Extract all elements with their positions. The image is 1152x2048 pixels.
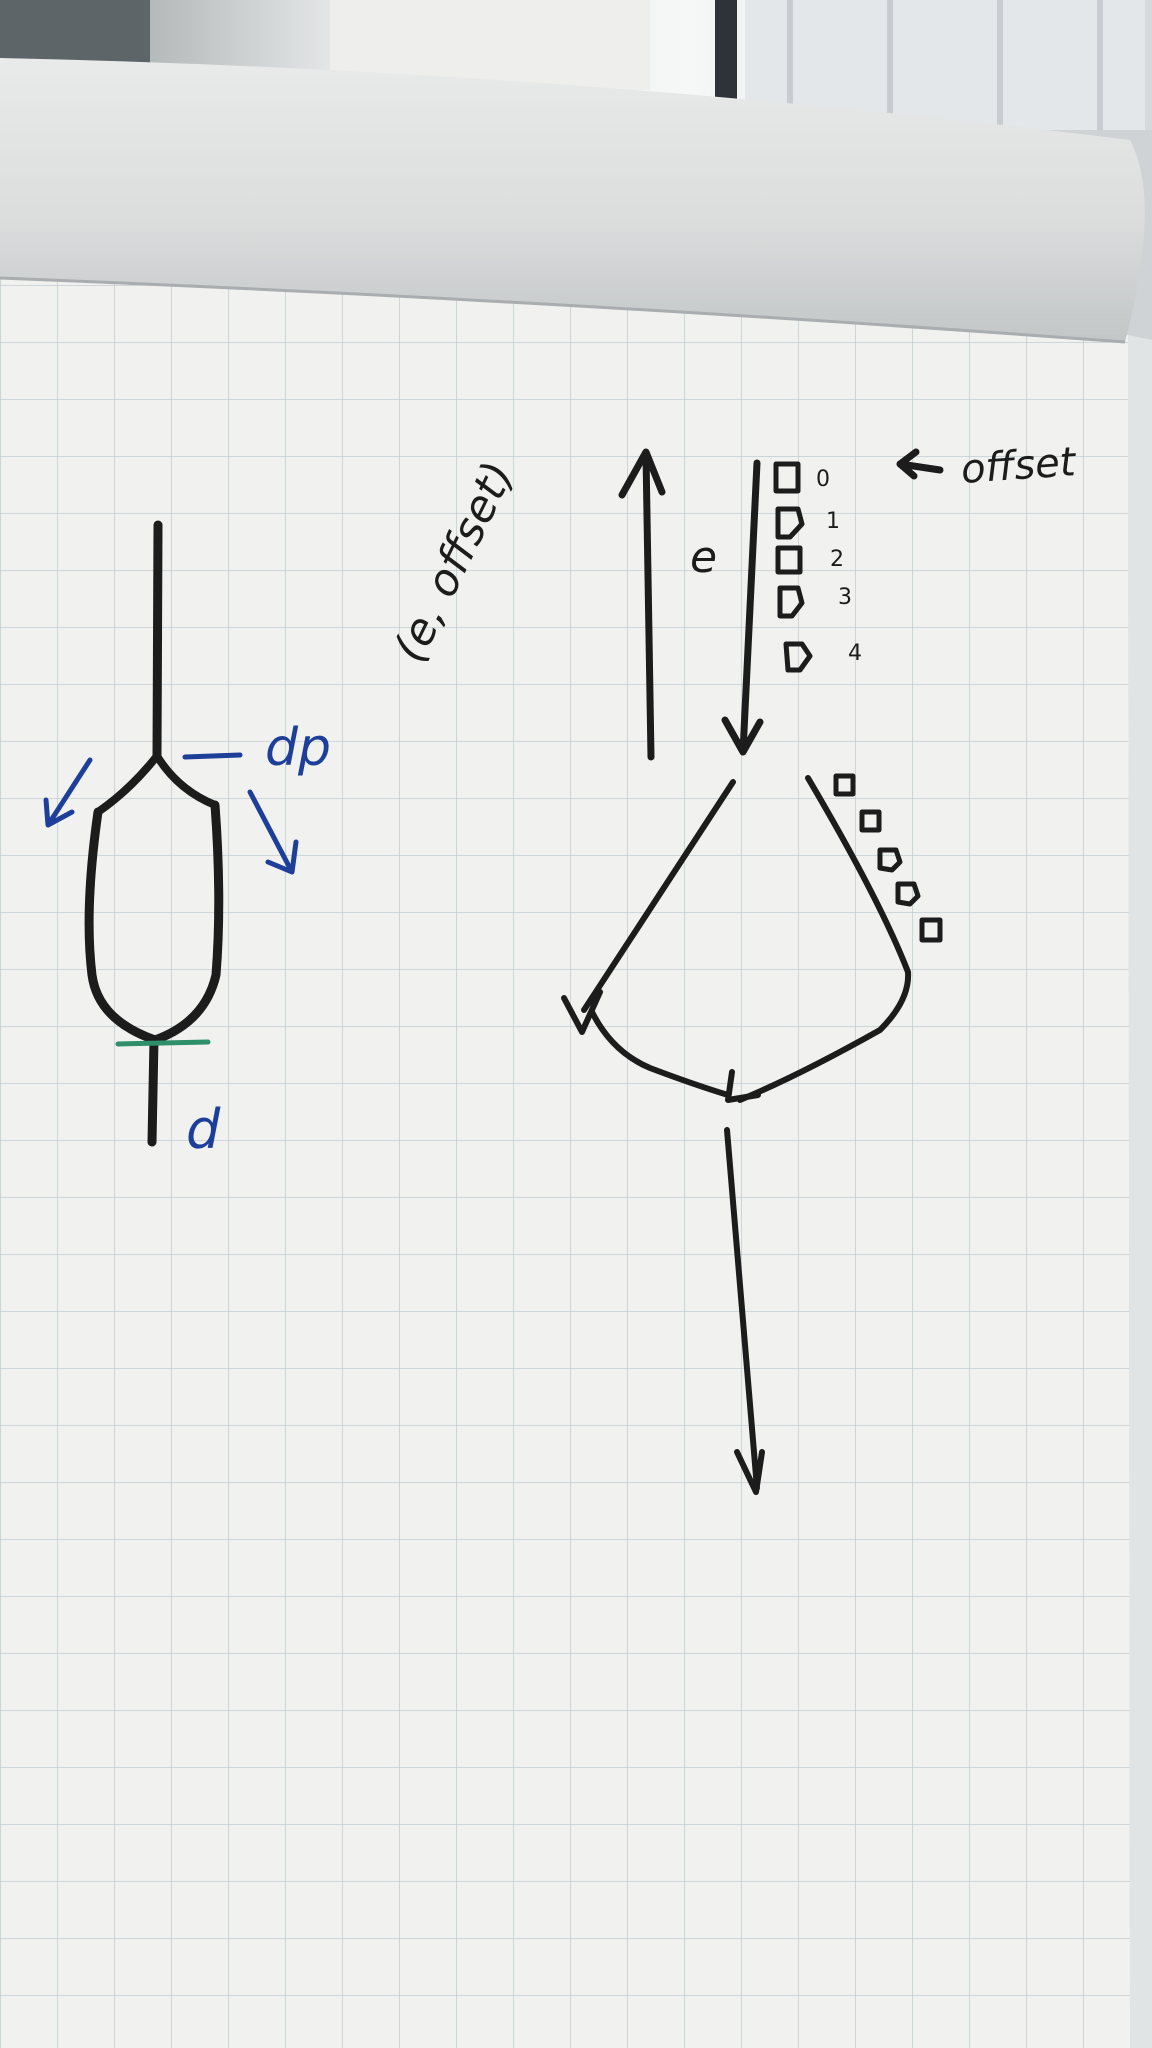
d-label: d: [186, 1098, 221, 1161]
down-arrow: [721, 459, 764, 756]
left-stem-line: [152, 520, 163, 761]
queue-index: 1: [826, 509, 840, 534]
left-bottom-stem-line: [147, 1035, 159, 1147]
left-blue-arrow-left: [43, 757, 93, 828]
diamond-right-edge: [737, 775, 912, 1103]
queue-box: [895, 881, 921, 907]
left-split-left-branch: [94, 752, 161, 816]
queue-box: [773, 461, 801, 494]
diamond-left-edge: [561, 779, 736, 1035]
dp-label: dp: [265, 718, 331, 778]
queue-index: 3: [838, 585, 852, 610]
queue-box: [783, 641, 813, 673]
right-sketch: [561, 448, 912, 1495]
queue-index: 4: [848, 641, 862, 666]
offset-pointer-arrow: [896, 448, 944, 480]
queue-box: [859, 809, 882, 833]
output-arrow: [724, 1127, 765, 1495]
e-label: e: [690, 532, 717, 583]
left-sketch: [43, 520, 299, 1147]
queue-index: 0: [816, 467, 830, 492]
queue-box: [919, 917, 943, 943]
queue-vertical: [773, 461, 813, 673]
left-dp-dash: [182, 752, 243, 760]
paper-sheet: [0, 275, 1152, 2048]
queue-box: [833, 773, 856, 797]
queue-box: [777, 585, 805, 619]
merge-arrowhead: [725, 1069, 761, 1103]
queue-diagonal: [833, 773, 943, 943]
left-blue-arrow-right: [247, 789, 299, 875]
left-loop-right-side: [150, 800, 224, 1045]
up-arrow: [618, 448, 666, 761]
queue-box: [877, 847, 903, 873]
queue-box: [775, 506, 805, 540]
left-green-line: [115, 1039, 211, 1047]
paper-roll: [0, 58, 1145, 344]
left-loop-left-side: [84, 807, 160, 1045]
left-split-right-branch: [153, 752, 219, 809]
diamond-bottom-left-edge: [589, 1009, 731, 1098]
queue-index-list: 0 1 2 3 4: [816, 467, 862, 666]
queue-box: [775, 545, 803, 575]
offset-label: offset: [959, 439, 1078, 493]
queue-index: 2: [830, 547, 844, 572]
